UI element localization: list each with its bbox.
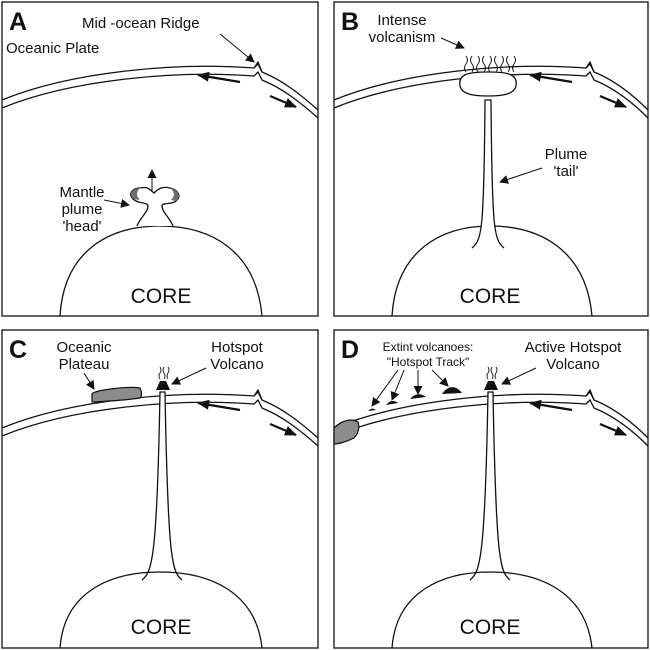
panel-d: D CORE Extint volcanoes: "Hots <box>333 329 649 649</box>
oceanic-plate-label: Oceanic Plate <box>6 40 99 57</box>
active-hotspot-volcano <box>484 381 498 390</box>
oceanic-plate-c <box>1 388 319 447</box>
plateau-label-line2: Plateau <box>59 356 110 373</box>
core-d-label: CORE <box>460 616 521 639</box>
hotspot-label-line2: Volcano <box>210 356 263 373</box>
plateau-pointer <box>83 372 95 390</box>
plume-conduit-d <box>469 391 511 581</box>
plate-motion-arrow-left-c <box>197 399 241 412</box>
extinct-pointer-4 <box>431 369 449 387</box>
mantle-plume-head <box>130 186 180 227</box>
active-hotspot-label-line2: Volcano <box>546 356 599 373</box>
plate-motion-arrow-right <box>269 94 297 109</box>
extinct-pointer-2 <box>390 369 405 401</box>
core-b-label: CORE <box>460 285 521 308</box>
extinct-label-line1: Extint volcanoes: <box>383 340 474 354</box>
oceanic-plate-d <box>333 388 649 447</box>
core-c <box>59 571 263 649</box>
extinct-volcano-2 <box>386 400 398 405</box>
extinct-volcano-4 <box>442 387 462 394</box>
active-hotspot-pointer <box>501 367 537 385</box>
plate-motion-arrow-left-b <box>529 71 573 84</box>
panel-d-letter: D <box>341 336 359 364</box>
plume-tail <box>471 99 505 249</box>
plate-motion-arrow-right-b <box>599 94 627 109</box>
volcanism-label-line1: Intense <box>377 12 426 29</box>
panel-c: C CORE Oceanic Plateau Hotspot Volcano <box>1 329 319 649</box>
active-hotspot-label-line1: Active Hotspot <box>525 339 623 356</box>
volcanism-squiggles <box>464 55 516 73</box>
mantle-plume-label-line1: Mantle <box>59 184 104 201</box>
hotspot-volcano <box>156 381 170 390</box>
active-hotspot-smoke <box>486 366 498 380</box>
panel-a-frame <box>1 1 319 317</box>
plume-conduit-c <box>141 391 183 581</box>
oceanic-plate <box>1 62 319 119</box>
extinct-volcano-3 <box>410 394 426 399</box>
hotspot-pointer <box>171 367 207 385</box>
ridge-pointer <box>219 33 255 63</box>
hotspot-label-line1: Hotspot <box>211 339 264 356</box>
panel-a: A Mid -ocean Ridge Oceanic Plate CORE Ma… <box>1 1 319 317</box>
extinct-volcano-1 <box>368 408 376 411</box>
oceanic-plateau-d <box>333 419 360 445</box>
extinct-label-line2: "Hotspot Track" <box>387 355 470 369</box>
extinct-pointer-1 <box>371 369 399 407</box>
oceanic-plate-b <box>333 60 649 119</box>
ridge-label: Mid -ocean Ridge <box>82 15 200 32</box>
plate-motion-arrow-right-c <box>269 422 297 437</box>
volcanism-label-line2: volcanism <box>369 29 436 46</box>
plateau-label-line1: Oceanic <box>56 339 112 356</box>
extinct-volcanoes <box>368 387 462 411</box>
panel-b: B CORE Intense volcanism Plu <box>333 1 649 317</box>
panel-a-letter: A <box>9 8 27 36</box>
plate-motion-arrow-right-d <box>599 422 627 437</box>
panel-b-letter: B <box>341 8 359 36</box>
core-c-label: CORE <box>131 616 192 639</box>
panel-c-letter: C <box>9 336 27 364</box>
plume-tail-pointer <box>499 167 543 184</box>
mantle-plume-pointer <box>103 199 130 208</box>
hotspot-smoke <box>158 366 170 380</box>
plate-motion-arrow-left-d <box>529 399 573 412</box>
mid-ocean-ridge <box>253 60 263 73</box>
mantle-plume-label-line2: plume <box>62 201 103 218</box>
mantle-plume-label-line3: 'head' <box>62 218 101 235</box>
plume-head-flattened <box>459 71 517 97</box>
plume-tail-label-line1: Plume <box>545 146 588 163</box>
core-a-label: CORE <box>131 285 192 308</box>
core-d <box>391 571 593 649</box>
oceanic-plateau <box>91 386 143 403</box>
volcanism-pointer <box>440 37 465 49</box>
plume-tail-label-line2: 'tail' <box>554 163 579 180</box>
plate-motion-arrow-left <box>197 71 241 84</box>
